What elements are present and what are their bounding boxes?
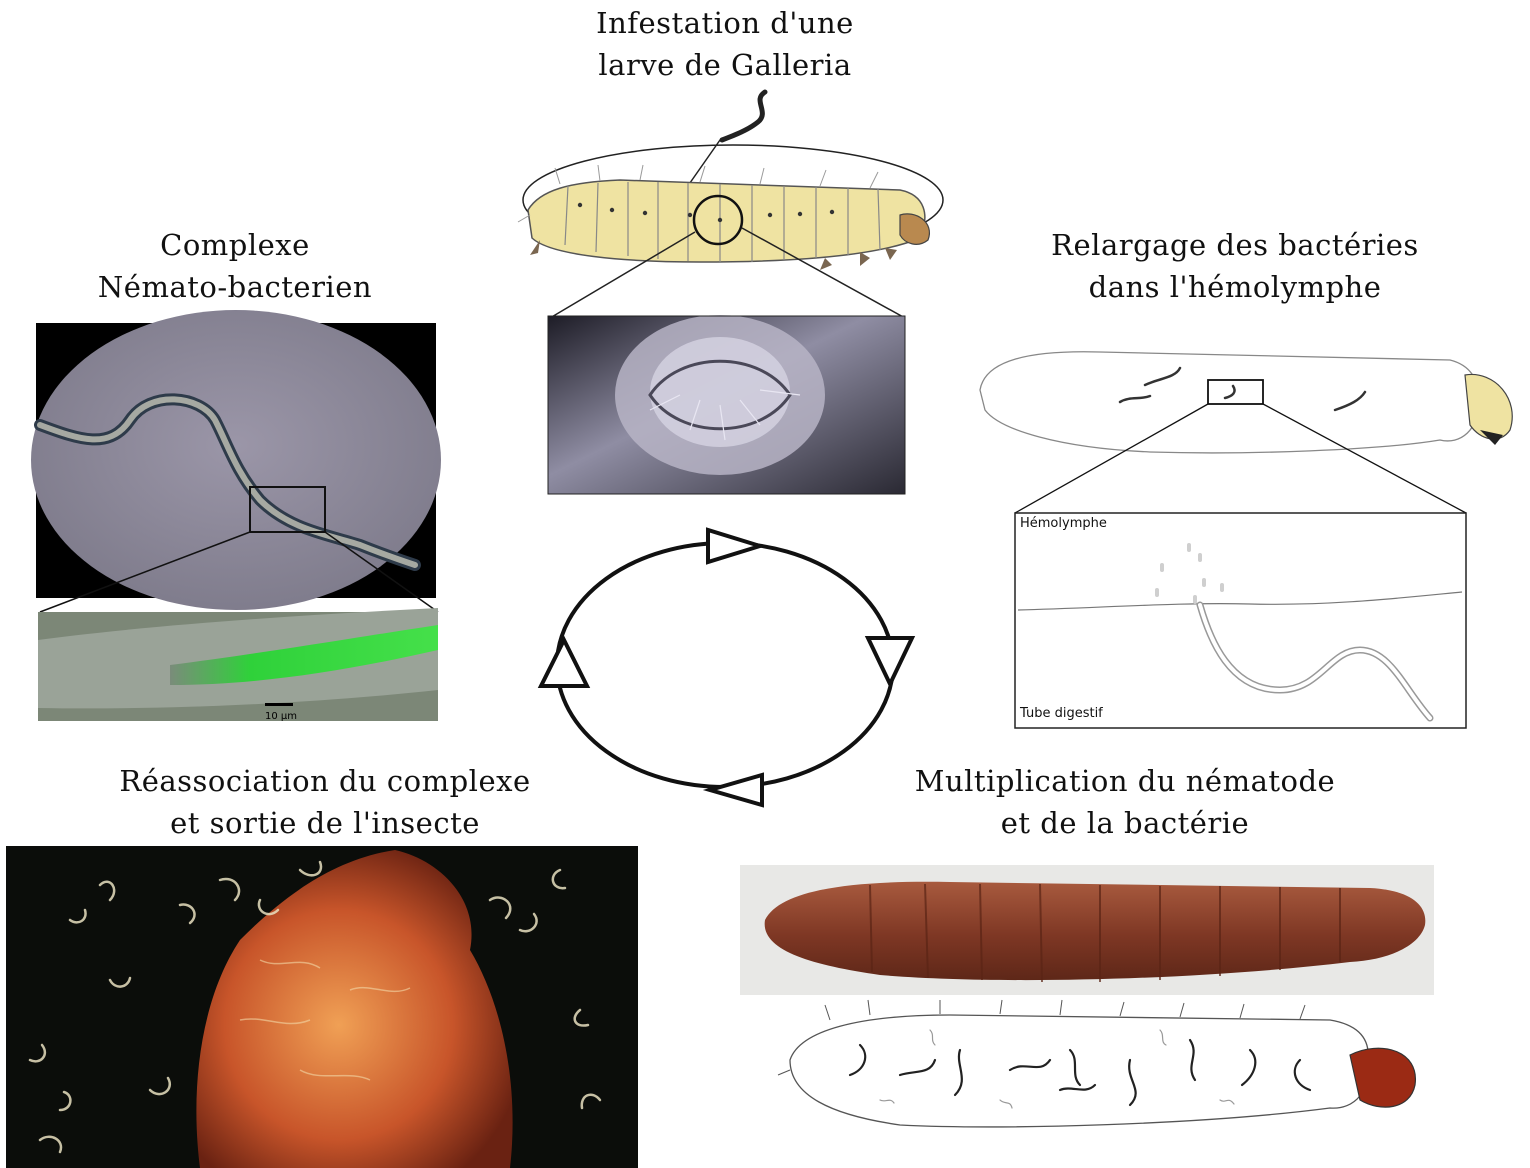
sem-micrograph-spiracle [548, 315, 905, 494]
dead-larva-photo [740, 865, 1434, 995]
hemolymph-inset [1015, 513, 1466, 728]
infestation-larva-drawing [518, 92, 943, 318]
cycle-circle [541, 530, 912, 805]
hemolymph-label: Hémolymphe [1020, 516, 1107, 531]
emerging-nematodes-photo [6, 846, 638, 1168]
gut-label: Tube digestif [1020, 706, 1103, 721]
fluorescence-image: 10 µm [38, 608, 438, 722]
micrograph-nematode [31, 310, 441, 612]
cycle-arrow-right [868, 638, 912, 684]
cycle-arrow-left [541, 640, 587, 686]
multiplication-larva-drawing [778, 1000, 1415, 1127]
cycle-arrow-top [708, 530, 760, 562]
cycle-arrow-bottom [710, 775, 762, 805]
release-larva-drawing [980, 352, 1512, 513]
scale-bar-label: 10 µm [265, 711, 297, 722]
